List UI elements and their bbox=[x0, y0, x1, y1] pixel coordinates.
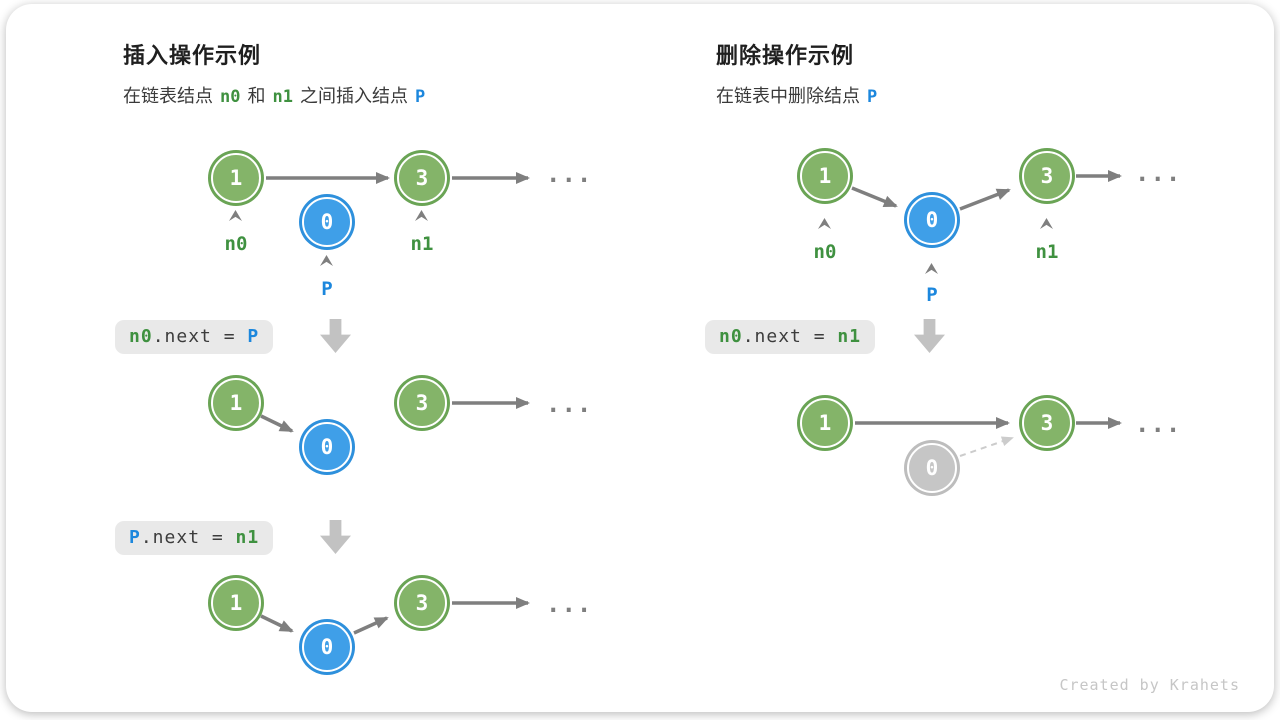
subtitle-text: 和 bbox=[247, 86, 266, 106]
code-label-n0-next-p: n0.next = P bbox=[115, 320, 274, 354]
node-green-1: 1 bbox=[800, 151, 850, 201]
insert-panel-subtitle: 在链表结点 n0 和 n1 之间插入结点 P bbox=[123, 82, 432, 108]
caret-up-icon bbox=[320, 255, 333, 266]
node-ref-label-n1: n1 bbox=[1035, 241, 1059, 263]
node-green-1: 1 bbox=[211, 378, 261, 428]
ellipsis: ... bbox=[546, 390, 593, 418]
code-label-p-next-n1: P.next = n1 bbox=[115, 521, 274, 555]
subtitle-text: 在链表结点 bbox=[123, 86, 213, 106]
code-text: .next = bbox=[152, 326, 248, 347]
node-green-3: 3 bbox=[1022, 151, 1072, 201]
node-green-1: 1 bbox=[211, 153, 261, 203]
node-gray-removed-0: 0 bbox=[907, 443, 957, 493]
insert-panel-title: 插入操作示例 bbox=[123, 43, 262, 68]
subtitle-text: 之间插入结点 bbox=[299, 86, 408, 106]
canvas-card bbox=[6, 4, 1274, 712]
delete-panel-subtitle: 在链表中删除结点 P bbox=[716, 82, 884, 108]
code-label-n0-next-n1: n0.next = n1 bbox=[705, 320, 876, 354]
node-green-1: 1 bbox=[800, 398, 850, 448]
node-ref-label-n0: n0 bbox=[224, 233, 248, 255]
node-blue-0: 0 bbox=[907, 195, 957, 245]
watermark: Created by Krahets bbox=[1059, 676, 1240, 694]
subtitle-token-n1: n1 bbox=[272, 87, 293, 107]
node-blue-0: 0 bbox=[302, 622, 352, 672]
caret-up-icon bbox=[229, 210, 242, 221]
code-var: n0 bbox=[129, 326, 153, 347]
caret-up-icon bbox=[925, 263, 938, 274]
node-ref-label-n0: n0 bbox=[813, 241, 837, 263]
subtitle-token-p: P bbox=[414, 87, 426, 107]
code-text: .next = bbox=[742, 326, 838, 347]
ellipsis: ... bbox=[1135, 410, 1182, 438]
ellipsis: ... bbox=[546, 590, 593, 618]
subtitle-token-p: P bbox=[867, 87, 878, 107]
node-green-3: 3 bbox=[1022, 398, 1072, 448]
delete-panel-title: 删除操作示例 bbox=[716, 43, 855, 68]
ellipsis: ... bbox=[546, 160, 593, 188]
node-blue-0: 0 bbox=[302, 422, 352, 472]
node-blue-0: 0 bbox=[302, 197, 352, 247]
node-green-1: 1 bbox=[211, 578, 261, 628]
caret-up-icon bbox=[1040, 218, 1053, 229]
node-green-3: 3 bbox=[397, 578, 447, 628]
code-var: n1 bbox=[837, 326, 862, 347]
caret-up-icon bbox=[818, 218, 831, 229]
ellipsis: ... bbox=[1135, 159, 1182, 187]
code-text: .next = bbox=[140, 527, 236, 548]
code-var: n1 bbox=[235, 527, 260, 548]
node-green-3: 3 bbox=[397, 153, 447, 203]
node-ref-label-n1: n1 bbox=[410, 233, 434, 255]
caret-up-icon bbox=[415, 210, 428, 221]
code-var: P bbox=[129, 527, 141, 548]
code-var: n0 bbox=[719, 326, 743, 347]
node-green-3: 3 bbox=[397, 378, 447, 428]
node-ref-label-p: P bbox=[321, 278, 333, 300]
subtitle-token-n0: n0 bbox=[220, 87, 241, 107]
subtitle-text: 在链表中删除结点 bbox=[716, 86, 860, 106]
code-var: P bbox=[247, 326, 260, 347]
node-ref-label-p: P bbox=[926, 284, 938, 306]
